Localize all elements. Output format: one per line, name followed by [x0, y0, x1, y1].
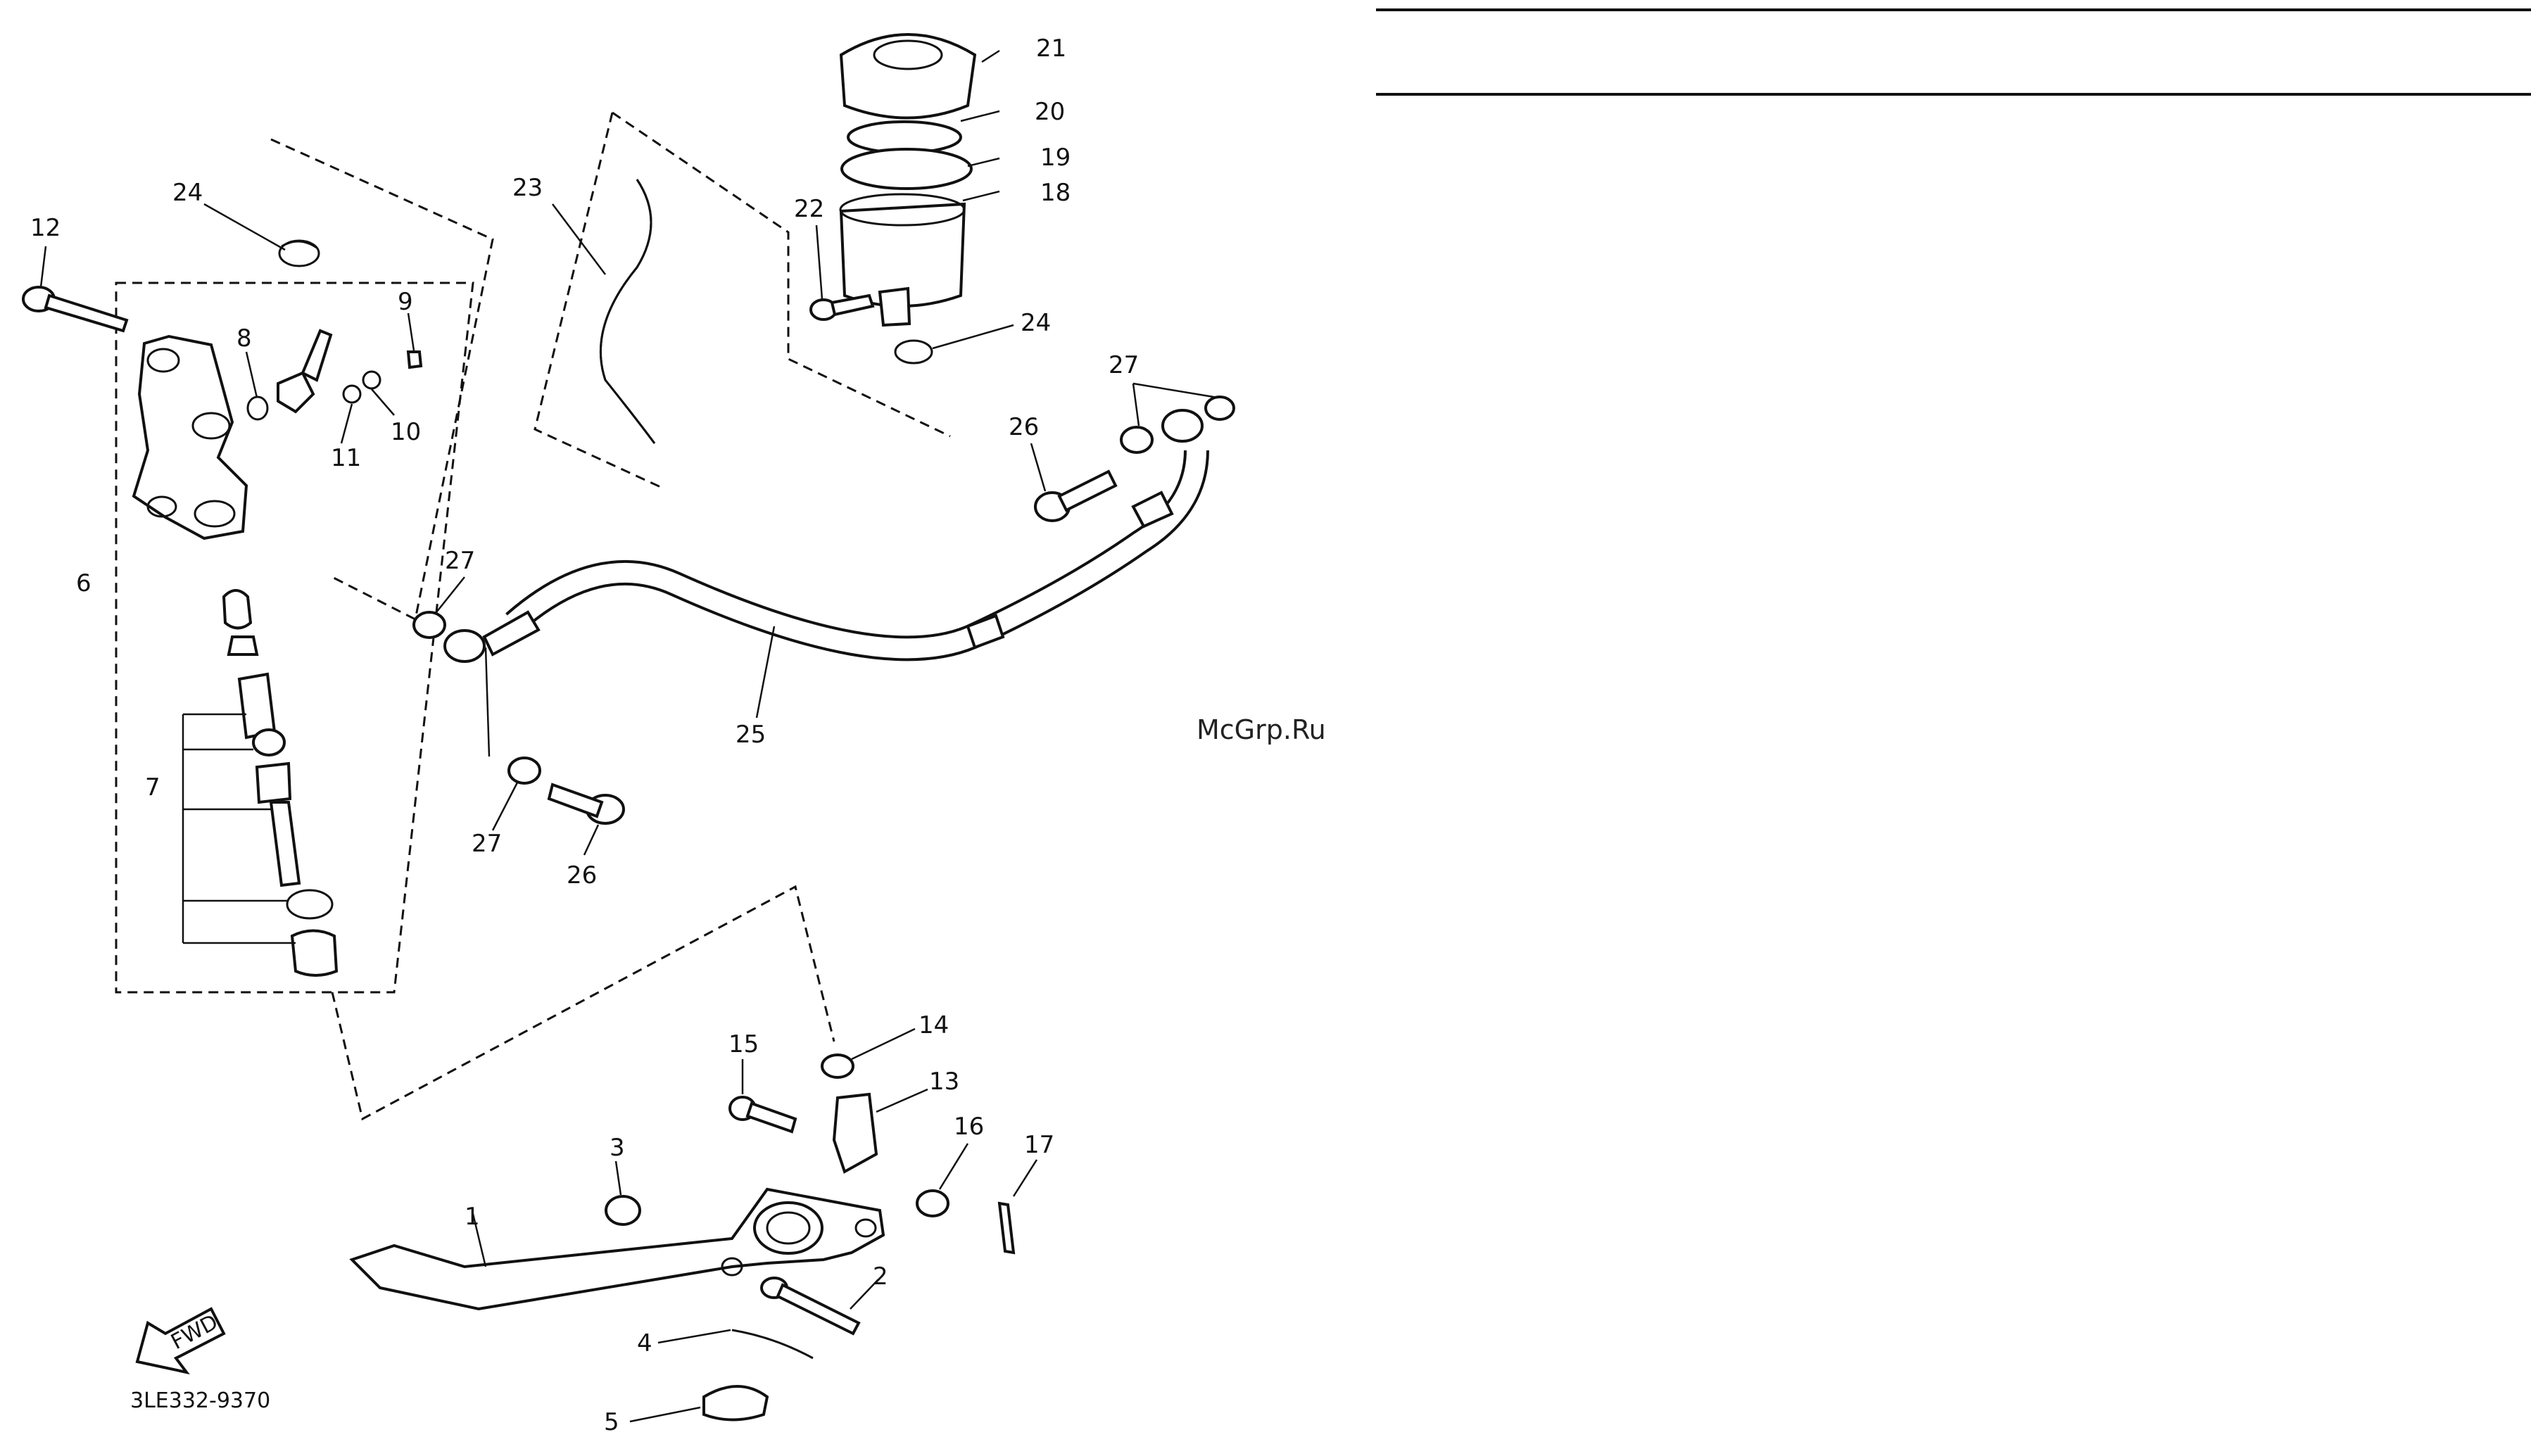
callout-11: 11: [331, 444, 361, 472]
callout-3: 3: [610, 1134, 625, 1162]
callout-27-a: 27: [445, 547, 475, 575]
callout-21: 21: [1036, 34, 1066, 63]
master-cylinder-body: [134, 336, 246, 538]
callout-10: 10: [391, 418, 421, 446]
callout-23: 23: [512, 174, 543, 202]
callout-16: 16: [954, 1113, 984, 1141]
reservoir-hose: [600, 179, 655, 443]
brake-hose: [445, 410, 1202, 661]
diagram-code: 3LE332-9370: [130, 1388, 270, 1413]
watermark: McGrp.Ru: [1197, 714, 1326, 745]
callout-18: 18: [1040, 179, 1071, 207]
callout-8: 8: [236, 324, 252, 353]
callout-2: 2: [873, 1262, 888, 1291]
callout-12: 12: [30, 214, 61, 242]
callout-27-c: 27: [1109, 351, 1139, 379]
callout-17: 17: [1024, 1131, 1054, 1159]
header-rules: [1376, 10, 2531, 94]
callout-5: 5: [604, 1408, 619, 1436]
callout-1: 1: [465, 1203, 480, 1231]
brake-pedal-assembly: [352, 1189, 883, 1420]
callout-22: 22: [794, 195, 824, 223]
piston-kit: [183, 590, 336, 975]
callout-26-a: 26: [1009, 413, 1039, 441]
reservoir-assembly: [811, 34, 975, 363]
callout-4: 4: [637, 1329, 652, 1357]
bolt-12: [23, 287, 127, 331]
callout-9: 9: [398, 288, 413, 316]
callout-6: 6: [76, 569, 91, 597]
fwd-arrow-icon: FWD: [137, 1309, 224, 1372]
callout-labels: 1 2 3 4 5 6 7 8 9 10 11 12 13 14 15 16 1…: [30, 34, 1139, 1436]
callout-20: 20: [1035, 98, 1065, 126]
callout-19: 19: [1040, 144, 1071, 172]
callout-24-a: 24: [172, 179, 203, 207]
callout-27-b: 27: [472, 830, 502, 858]
callout-26-b: 26: [567, 861, 597, 890]
union-joint-parts: [248, 241, 421, 419]
callout-25: 25: [736, 721, 766, 749]
callout-24-b: 24: [1021, 309, 1051, 337]
callout-14: 14: [919, 1011, 949, 1039]
callout-15: 15: [728, 1030, 759, 1058]
callout-7: 7: [145, 773, 160, 802]
callout-13: 13: [929, 1068, 959, 1096]
